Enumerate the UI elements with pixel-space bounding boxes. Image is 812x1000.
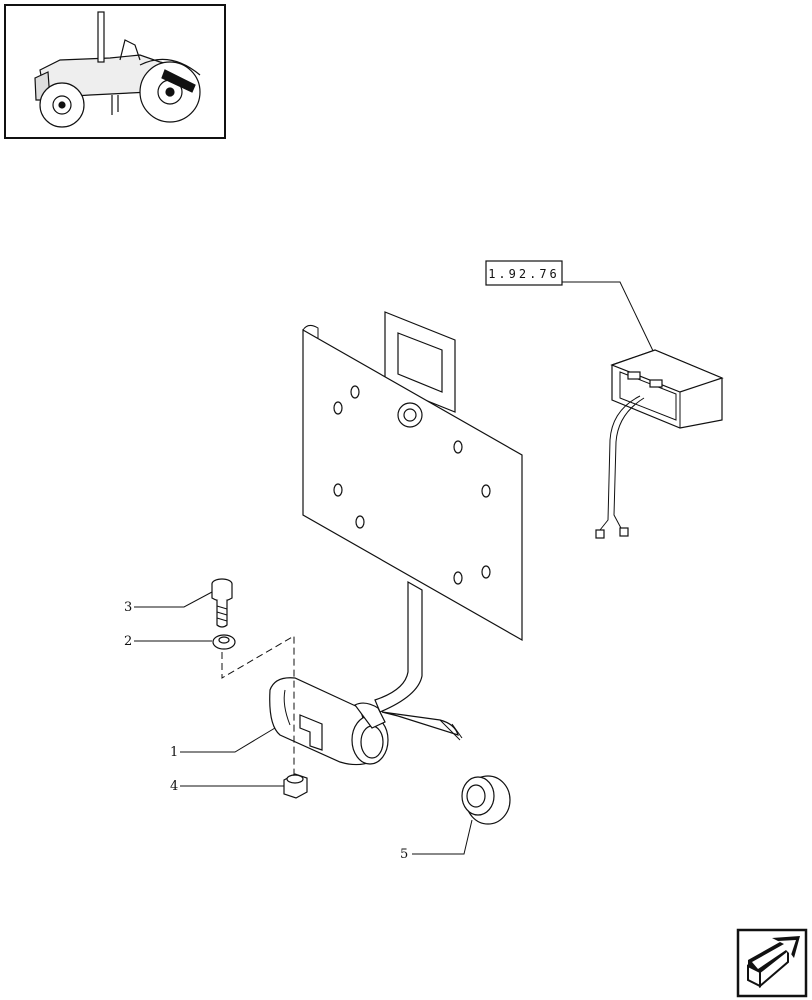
callout-2: 2 [124,634,132,649]
license-plate-lamp-unit [595,349,724,539]
callout-3: 3 [124,600,132,615]
leader-5 [412,819,473,855]
part-4-nut [283,773,308,799]
leader-3 [134,591,213,608]
tractor-thumbnail[interactable] [4,4,226,139]
reference-box[interactable]: 1.92.76 [485,260,563,286]
part-5-grommet [461,775,511,825]
callout-5: 5 [400,847,408,862]
callout-4: 4 [170,779,178,794]
part-2-washer [212,634,236,650]
part-3-screw [211,578,233,628]
leader-1 [180,727,276,753]
part-1-mount [269,677,463,766]
assembly-dash-line [221,635,295,776]
license-plate-bracket [302,311,523,713]
reference-leader-line [562,281,656,356]
next-page-button[interactable] [736,928,808,998]
next-page-arrow-icon [747,936,800,989]
callout-1: 1 [170,745,178,760]
tractor-thumbnail-icon [34,11,201,128]
reference-box-text: 1.92.76 [488,267,560,281]
